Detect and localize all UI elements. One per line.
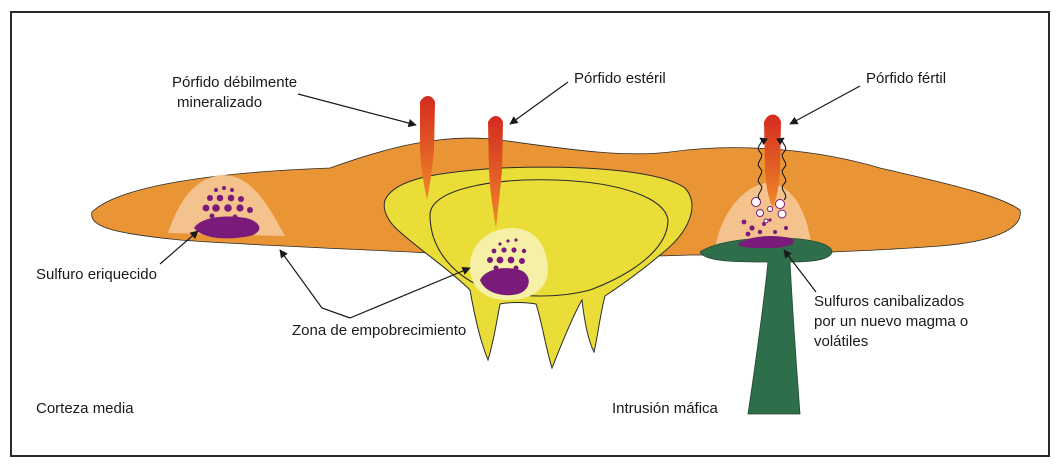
label-zona-empobrecimiento: Zona de empobrecimiento (292, 322, 466, 340)
label-corteza-media: Corteza media (36, 400, 134, 418)
label-porfido-esteril: Pórfido estéril (574, 70, 666, 88)
label-sulfuros-line2: por un nuevo magma o (814, 313, 968, 331)
arrow-porfido-esteril (510, 82, 568, 124)
mafic-intrusion (700, 238, 832, 414)
label-porfido-debil-line1: Pórfido débilmente (172, 74, 297, 92)
label-sulfuros-line1: Sulfuros canibalizados (814, 293, 964, 311)
arrow-porfido-debil (298, 94, 416, 125)
label-sulfuro-enriquecido: Sulfuro eriquecido (36, 266, 157, 284)
label-sulfuros-line3: volátiles (814, 333, 868, 351)
label-porfido-debil-line2: mineralizado (177, 94, 262, 112)
arrow-porfido-fertil (790, 86, 860, 124)
label-porfido-fertil: Pórfido fértil (866, 70, 946, 88)
arrow-zona-left (280, 250, 350, 318)
arrow-zona-right (350, 268, 470, 318)
label-intrusion-mafica: Intrusión máfica (612, 400, 718, 418)
